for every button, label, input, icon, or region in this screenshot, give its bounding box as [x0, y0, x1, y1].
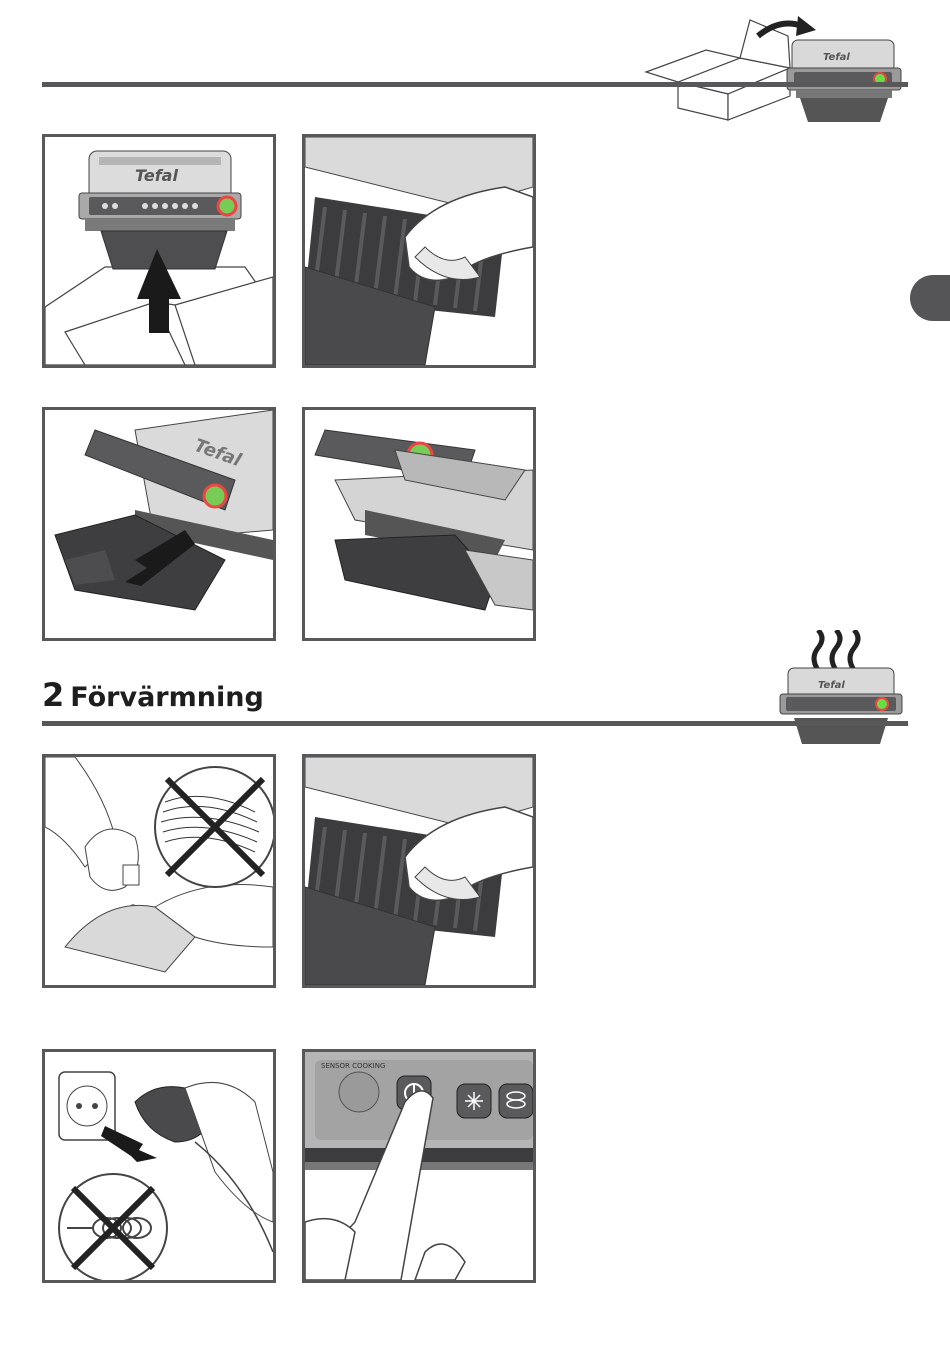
panel-wipe-plates-2 — [302, 754, 536, 988]
section-divider-top — [42, 82, 908, 87]
section-number: 2 — [42, 676, 64, 714]
oil-cloth-no-scourer-icon — [45, 757, 273, 985]
page-edge-tab — [910, 275, 950, 321]
grill-with-tray-icon — [305, 410, 533, 638]
wipe-plates-icon — [305, 137, 533, 365]
box-unpack-icon: Tefal — [640, 10, 910, 130]
insert-drip-tray-icon: Tefal — [45, 410, 273, 638]
grill-logo-text: Tefal — [135, 166, 178, 185]
sensor-cooking-label: SENSOR COOKING — [321, 1062, 385, 1070]
section-divider-preheating — [42, 721, 908, 726]
wipe-plates-icon — [305, 757, 533, 985]
hot-grill-logo-text: Tefal — [818, 680, 845, 691]
panel-oil-cloth-no-scourer — [42, 754, 276, 988]
panel-insert-drip-tray: Tefal — [42, 407, 276, 641]
corner-logo-text: Tefal — [823, 52, 850, 63]
panel-plug-in-no-coiled-cord — [42, 1049, 276, 1283]
panel-grill-with-tray — [302, 407, 536, 641]
section-title: Förvärmning — [70, 682, 264, 713]
panel-wipe-plates — [302, 134, 536, 368]
panel-press-power-button: SENSOR COOKING — [302, 1049, 536, 1283]
hot-grill-icon: Tefal — [770, 630, 910, 750]
panel-grill-lift-from-box: Tefal — [42, 134, 276, 368]
grill-lift-from-box-icon: Tefal — [45, 137, 273, 365]
press-power-button-icon: SENSOR COOKING — [305, 1052, 533, 1280]
plug-in-no-coiled-cord-icon — [45, 1052, 273, 1280]
